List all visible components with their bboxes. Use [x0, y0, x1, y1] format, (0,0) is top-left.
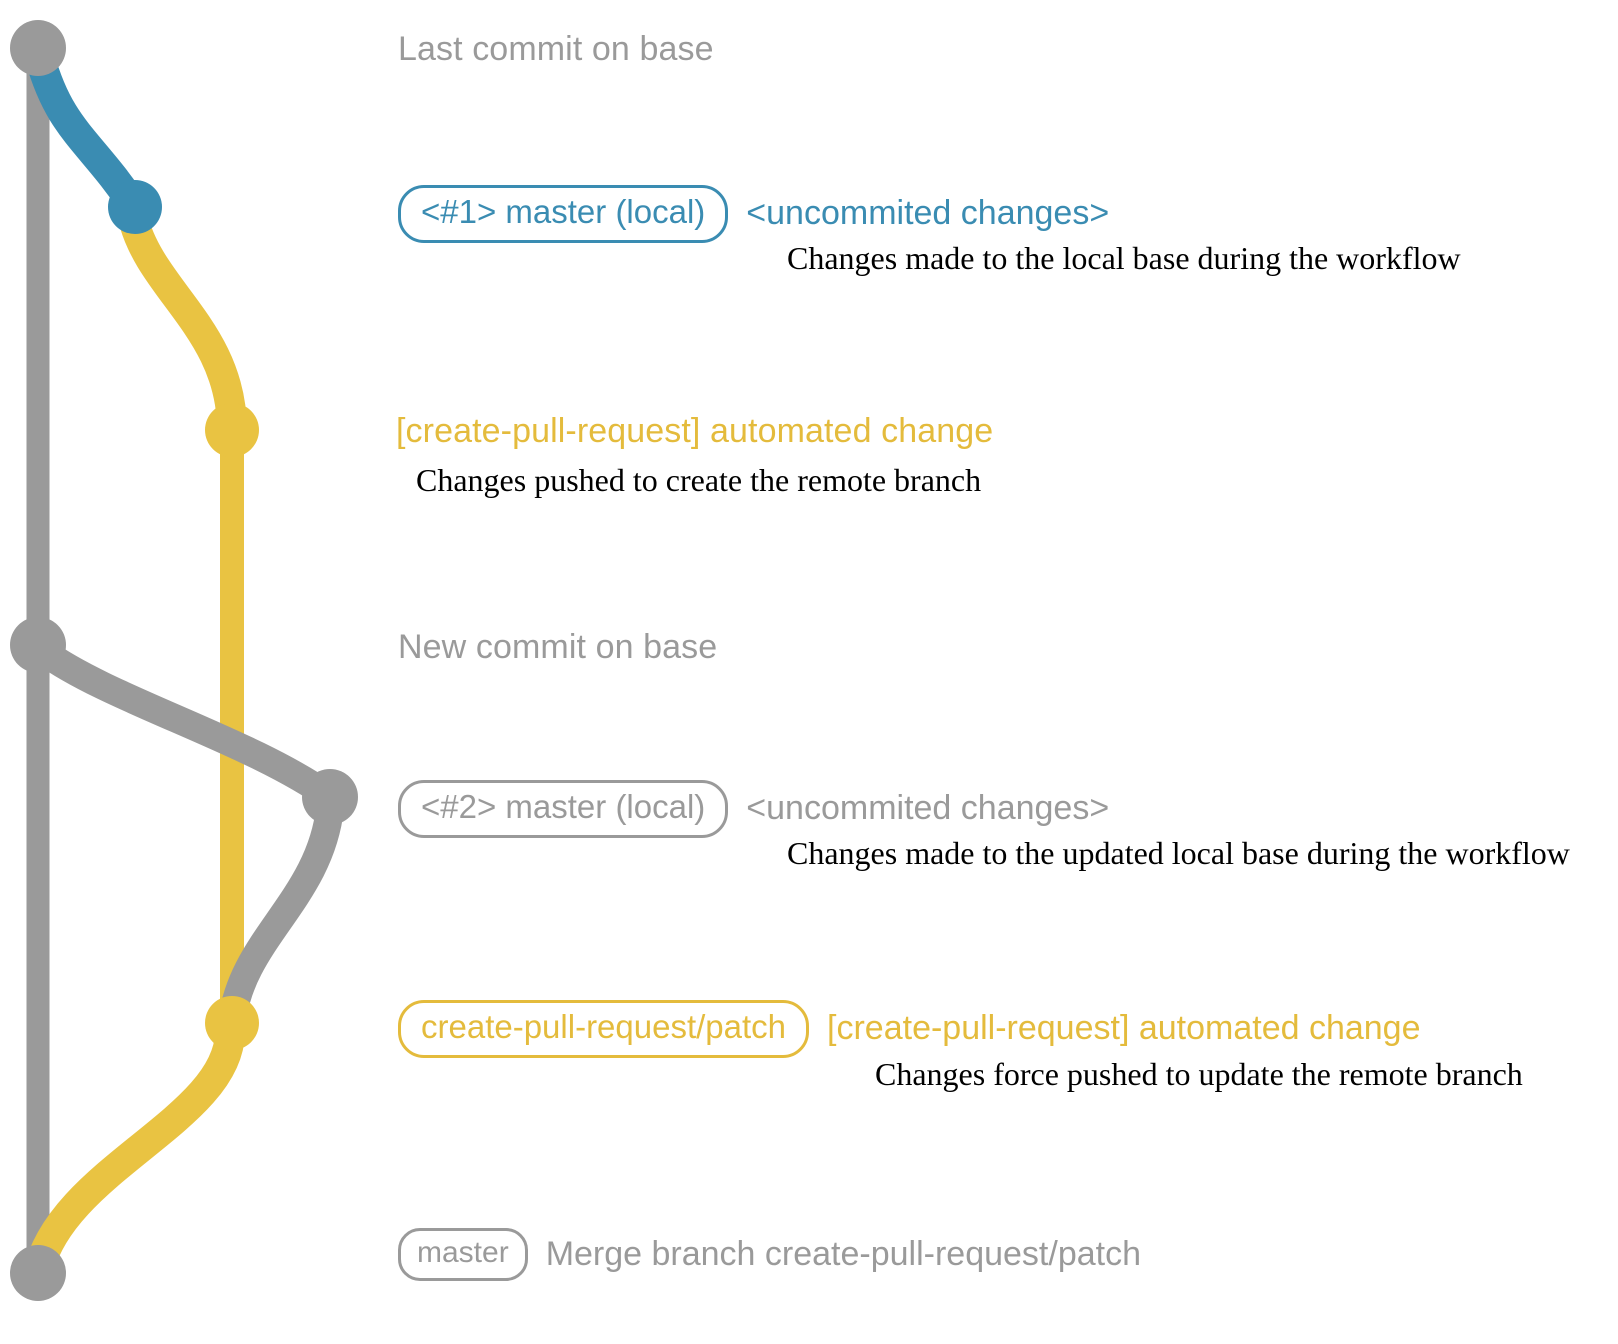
commit-row-automated-change-1: [create-pull-request] automated change: [396, 412, 993, 451]
commit-node-automated-change-2[interactable]: [205, 996, 259, 1050]
commit-subject-automated-change-2: [create-pull-request] automated change: [827, 1009, 1421, 1048]
commit-row-new-commit-on-base: New commit on base: [398, 628, 717, 667]
branch-line-gray-to-patch: [218, 794, 344, 1037]
ref-badge-master-local-2[interactable]: <#2> master (local): [398, 780, 729, 838]
commit-description-automated-change-2: Changes force pushed to update the remot…: [875, 1056, 1523, 1092]
commit-row-master-local-1: <#1> master (local) <uncommited changes>: [398, 185, 1109, 243]
commit-description-master-local-1: Changes made to the local base during th…: [787, 240, 1461, 276]
ref-badge-create-pull-request-patch[interactable]: create-pull-request/patch: [398, 1000, 810, 1058]
commit-row-automated-change-2: create-pull-request/patch [create-pull-r…: [398, 1000, 1421, 1058]
ref-badge-master-local-1[interactable]: <#1> master (local): [398, 185, 729, 243]
commit-node-merge-master[interactable]: [10, 1245, 66, 1301]
commit-row-last-commit-on-base: Last commit on base: [398, 30, 714, 69]
commit-subject-master-local-1: <uncommited changes>: [746, 194, 1110, 233]
commit-subject-last-commit-on-base: Last commit on base: [398, 30, 714, 68]
branch-line-patch-gold-upper: [118, 203, 247, 445]
ref-badge-master[interactable]: master: [398, 1228, 528, 1281]
commit-description-automated-change-1: Changes pushed to create the remote bran…: [416, 462, 982, 498]
commit-node-automated-change-1[interactable]: [205, 403, 259, 457]
commit-row-master-local-2: <#2> master (local) <uncommited changes>: [398, 780, 1109, 838]
commit-subject-merge-master: Merge branch create-pull-request/patch: [545, 1234, 1142, 1273]
commit-subject-automated-change-1: [create-pull-request] automated change: [396, 412, 994, 450]
commit-description-master-local-2: Changes made to the updated local base d…: [787, 835, 1570, 871]
commit-node-new-commit-on-base[interactable]: [10, 617, 66, 673]
commit-subject-new-commit-on-base: New commit on base: [398, 628, 718, 666]
commit-subject-master-local-2: <uncommited changes>: [746, 789, 1110, 828]
branch-line-merge-gold: [23, 1018, 245, 1288]
branch-line-local-gray: [30, 638, 344, 811]
commit-node-last-commit-on-base[interactable]: [10, 20, 66, 76]
commit-node-master-local-1[interactable]: [108, 180, 162, 234]
commit-node-master-local-2[interactable]: [302, 769, 358, 825]
commit-row-merge-master: master Merge branch create-pull-request/…: [398, 1228, 1141, 1281]
